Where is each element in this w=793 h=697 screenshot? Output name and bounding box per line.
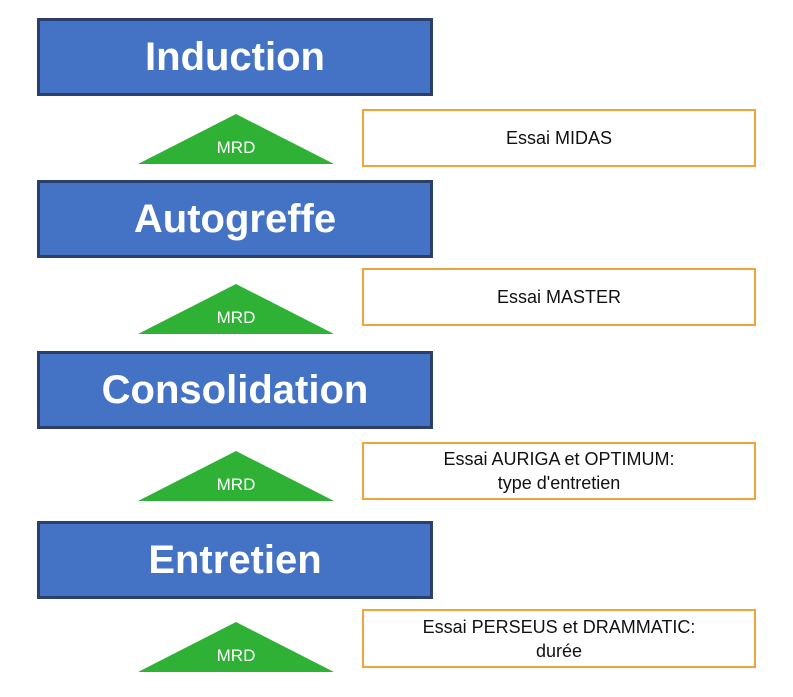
phase-label: Induction [145, 34, 325, 79]
triangle-shape [138, 284, 334, 334]
trial-box-master: Essai MASTER [362, 268, 756, 326]
mrd-label: MRD [216, 308, 256, 327]
trial-box-auriga-optimum: Essai AURIGA et OPTIMUM: type d'entretie… [362, 442, 756, 500]
triangle-shape [138, 622, 334, 672]
trial-line: Essai AURIGA et OPTIMUM: [443, 449, 675, 469]
mrd-triangle: MRD [138, 114, 334, 164]
triangle-shape [138, 451, 334, 501]
trial-line: durée [535, 640, 583, 661]
phase-box-entretien: Entretien [37, 521, 433, 599]
mrd-label: MRD [216, 646, 256, 665]
triangle-shape [138, 114, 334, 164]
mrd-triangle: MRD [138, 284, 334, 334]
phase-box-consolidation: Consolidation [37, 351, 433, 429]
phase-label: Entretien [148, 537, 322, 582]
phase-label: Consolidation [101, 367, 369, 412]
trial-box-midas: Essai MIDAS [362, 109, 756, 167]
mrd-label: MRD [216, 475, 256, 494]
mrd-triangle: MRD [138, 451, 334, 501]
mrd-triangle: MRD [138, 622, 334, 672]
trial-line: Essai MASTER [496, 287, 622, 307]
trial-line: Essai MIDAS [505, 128, 613, 148]
trial-line: type d'entretien [497, 473, 621, 493]
phase-label: Autogreffe [133, 196, 337, 241]
mrd-label: MRD [216, 138, 256, 157]
phase-box-autogreffe: Autogreffe [37, 180, 433, 258]
trial-box-perseus-drammatic: Essai PERSEUS et DRAMMATIC: durée [362, 609, 756, 668]
trial-line: Essai PERSEUS et DRAMMATIC: [422, 616, 696, 637]
phase-box-induction: Induction [37, 18, 433, 96]
